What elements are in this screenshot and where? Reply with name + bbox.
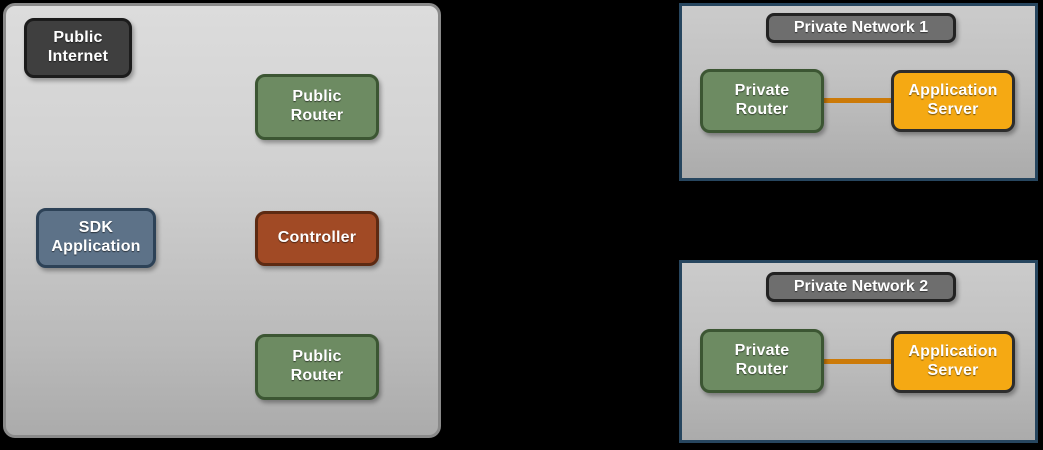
private-network-1-title: Private Network 1 <box>766 13 956 43</box>
node-sdk-application[interactable]: SDK Application <box>36 208 156 268</box>
private-network-2-link <box>822 359 893 364</box>
node-application-server-1[interactable]: Application Server <box>891 70 1015 132</box>
node-public-router-bottom[interactable]: Public Router <box>255 334 379 400</box>
node-private-router-1[interactable]: Private Router <box>700 69 824 133</box>
private-network-1-link <box>822 98 893 103</box>
node-public-router-top[interactable]: Public Router <box>255 74 379 140</box>
node-application-server-2[interactable]: Application Server <box>891 331 1015 393</box>
public-cloud-panel: Public Internet Public Router SDK Applic… <box>3 3 441 438</box>
node-public-internet[interactable]: Public Internet <box>24 18 132 78</box>
node-private-router-2[interactable]: Private Router <box>700 329 824 393</box>
node-controller[interactable]: Controller <box>255 211 379 266</box>
private-network-2-title: Private Network 2 <box>766 272 956 302</box>
